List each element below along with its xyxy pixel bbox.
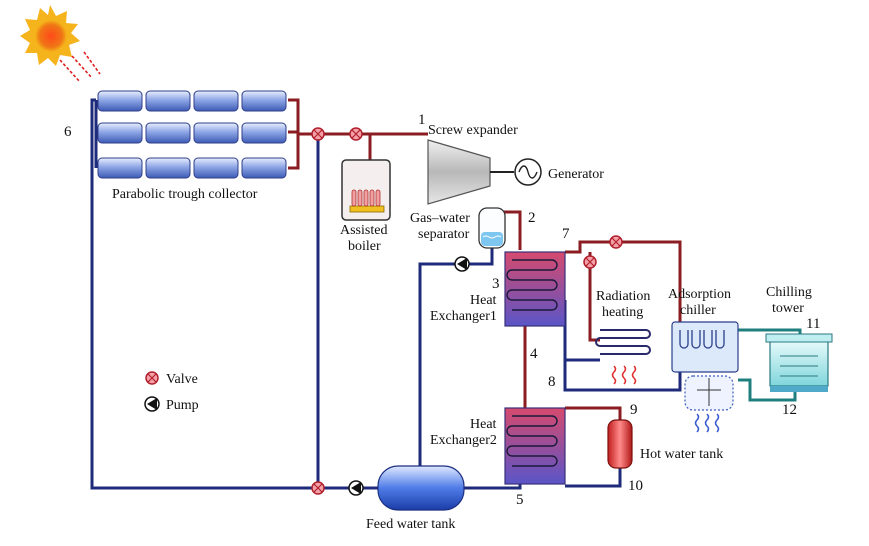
feed-water-tank-label: Feed water tank: [366, 517, 455, 532]
point-label-1: 1: [418, 112, 426, 128]
sun-icon: [20, 5, 80, 66]
heat-waves-icon: [611, 365, 637, 385]
radiation-label-line2: heating: [602, 305, 643, 320]
collector-label: Parabolic trough collector: [112, 187, 258, 202]
point-label-4: 4: [530, 346, 538, 362]
valve-icon: [311, 127, 325, 141]
generator-icon: [514, 158, 542, 186]
point-label-3: 3: [492, 276, 500, 292]
pipe-collector-return: [90, 98, 378, 490]
chiller-label-line1: Adsorption: [668, 287, 731, 302]
chilling-tower: [765, 333, 833, 392]
point-label-12: 12: [782, 402, 797, 418]
point-label-8: 8: [548, 374, 556, 390]
feed-water-tank: [377, 465, 465, 511]
valve-icon: [349, 127, 363, 141]
valve-icon: [609, 235, 623, 249]
point-label-9: 9: [630, 402, 638, 418]
separator-label-line1: Gas–water: [410, 211, 470, 226]
hx1-label-line1: Heat: [470, 293, 497, 308]
point-label-2: 2: [528, 210, 536, 226]
tower-label-line2: tower: [772, 301, 804, 316]
legend: Valve Pump: [144, 371, 199, 413]
point-label-10: 10: [628, 478, 643, 494]
legend-valve-label: Valve: [166, 372, 198, 387]
hot-water-tank-label: Hot water tank: [640, 447, 723, 462]
hx1-label-line2: Exchanger1: [430, 309, 497, 324]
point-label-5: 5: [516, 492, 524, 508]
radiation-label-line1: Radiation: [596, 289, 650, 304]
screw-expander-label: Screw expander: [428, 123, 518, 138]
generator-label: Generator: [548, 167, 604, 182]
heat-exchanger-1: [504, 251, 566, 327]
legend-pump-label: Pump: [166, 398, 199, 413]
assisted-boiler-label-line1: Assisted: [340, 223, 387, 238]
valve-icon: [311, 481, 325, 495]
pipe-chiller-return: [563, 360, 682, 392]
assisted-boiler-label-line2: boiler: [348, 239, 381, 254]
tower-label-line1: Chilling: [766, 285, 812, 300]
legend-valve-icon: [145, 371, 159, 385]
parabolic-trough-collector: [97, 90, 287, 179]
pump-icon: [454, 256, 470, 272]
point-label-7: 7: [562, 226, 570, 242]
pipe-hx2-to-hot-tank: [565, 406, 622, 420]
pipe-radiation-return: [563, 300, 600, 362]
cold-waves-icon: [694, 413, 720, 433]
assisted-boiler: [341, 159, 391, 221]
hot-water-tank: [607, 419, 633, 469]
hx2-label-line1: Heat: [470, 417, 497, 432]
pump-icon: [348, 480, 364, 496]
legend-pump-icon: [144, 396, 160, 412]
pipe-hot-to-chiller: [565, 240, 682, 340]
pipe-cooling-return: [738, 378, 797, 402]
adsorption-chiller: [671, 321, 739, 411]
separator-label-line2: separator: [418, 227, 470, 242]
sunlight-rays-icon: [59, 51, 101, 83]
valve-icon: [583, 255, 597, 269]
pipe-hot-tank-return: [565, 468, 622, 488]
screw-expander: [427, 139, 491, 205]
radiation-heating: [595, 329, 651, 355]
pipe-collector-outlet-header: [288, 98, 300, 170]
chiller-label-line2: chiller: [680, 303, 716, 318]
point-label-6: 6: [64, 124, 72, 140]
heat-exchanger-2: [504, 407, 566, 485]
hx2-label-line2: Exchanger2: [430, 433, 497, 448]
point-label-11: 11: [806, 316, 820, 332]
gas-water-separator: [478, 207, 506, 249]
pipe-separator-drain: [418, 248, 494, 486]
